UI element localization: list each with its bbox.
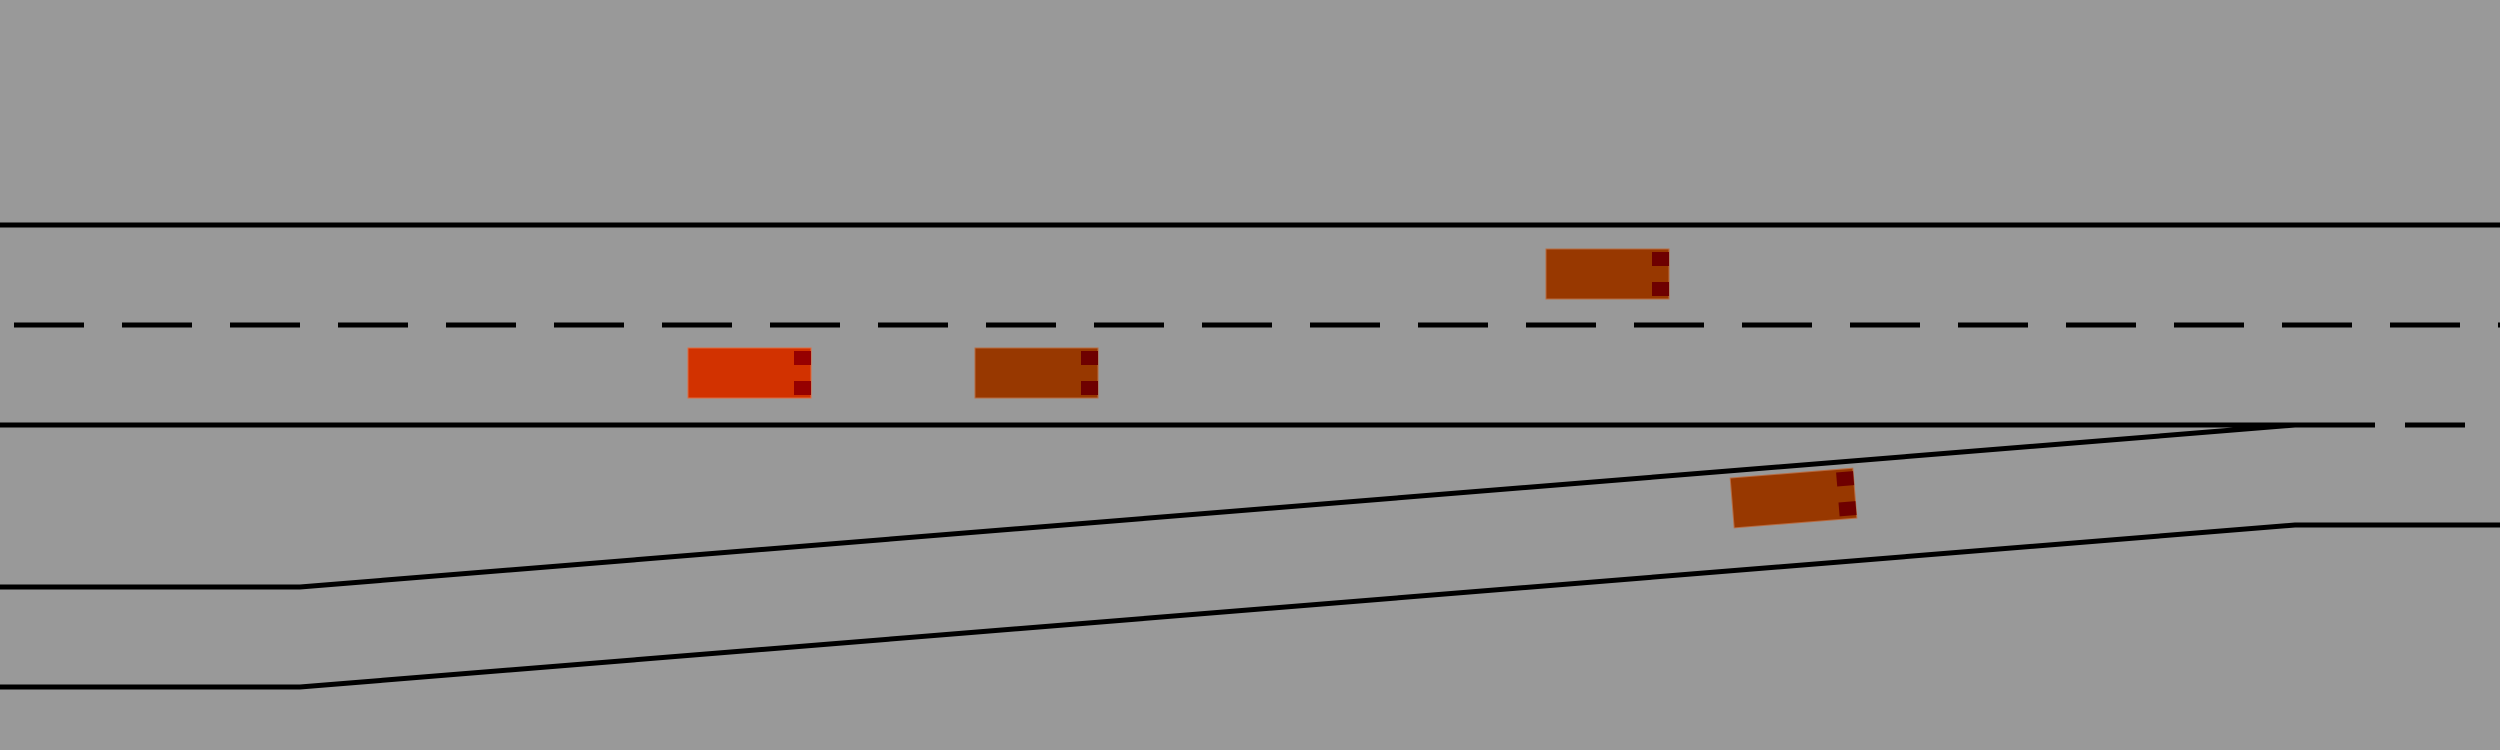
- vehicle-3-tail-light-top: [1836, 471, 1855, 487]
- vehicle-1-tail-light-top: [1081, 351, 1098, 365]
- vehicle-3-body: [1729, 467, 1858, 529]
- ramp-upper-edge: [0, 422, 2296, 590]
- vehicle-2-tail-light-top: [1652, 252, 1669, 266]
- ego-vehicle: [687, 347, 812, 399]
- vehicle-2: [1545, 248, 1670, 300]
- lane-markings: [0, 222, 2500, 428]
- ego-vehicle-body: [687, 347, 812, 399]
- ramp-lower-edge: [0, 522, 2500, 690]
- vehicle-1-body: [974, 347, 1099, 399]
- ego-vehicle-tail-light-top: [794, 351, 811, 365]
- on-ramp: [0, 422, 2500, 690]
- ego-vehicle-tail-light-bottom: [794, 381, 811, 395]
- vehicle-2-tail-light-bottom: [1652, 282, 1669, 296]
- vehicle-3-tail-light-bottom: [1838, 501, 1857, 517]
- vehicle-3: [1729, 467, 1858, 529]
- vehicle-1-tail-light-bottom: [1081, 381, 1098, 395]
- vehicles: [687, 248, 1858, 529]
- vehicle-2-body: [1545, 248, 1670, 300]
- vehicle-1: [974, 347, 1099, 399]
